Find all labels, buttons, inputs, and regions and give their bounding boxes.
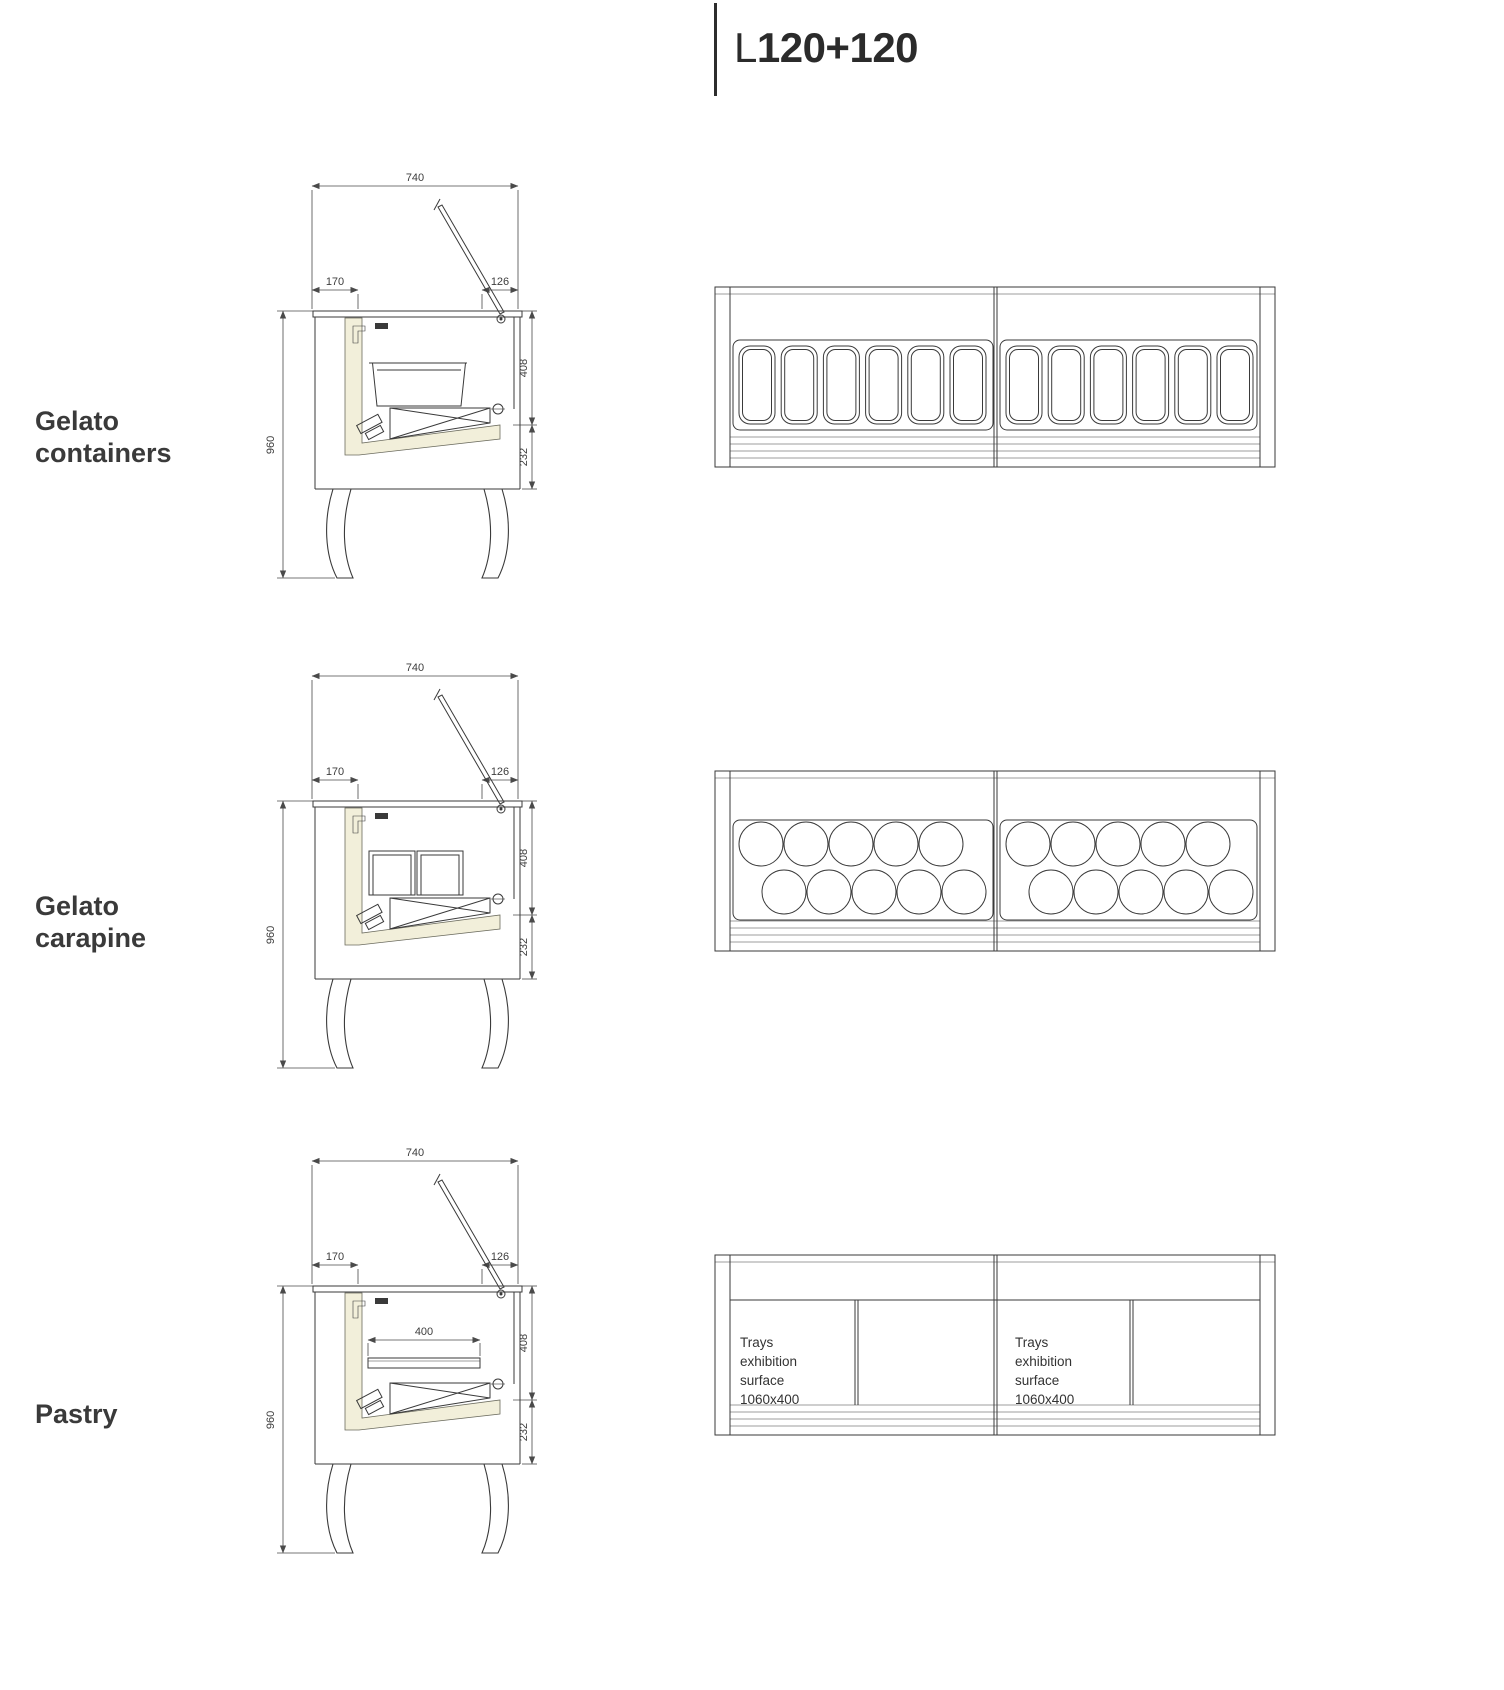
carapine-section (368, 850, 464, 896)
pan-well-right (999, 339, 1258, 431)
dimension-labels: 740 170 126 408 232 960 (265, 172, 530, 466)
dim-lower: 232 (518, 448, 530, 466)
dim-front: 170 (326, 276, 344, 288)
top-view-gelato-carapine (714, 770, 1276, 952)
dim-height: 960 (265, 926, 277, 944)
dim-upper: 408 (518, 359, 530, 377)
dim-upper: 408 (518, 849, 530, 867)
row-label-gelato-carapine: Gelato carapine (35, 891, 147, 954)
row-label-gelato-containers: Gelato containers (35, 406, 172, 469)
dim-lower: 232 (518, 1423, 530, 1441)
gelato-pans (738, 345, 1254, 425)
tray-dimension (367, 1336, 481, 1356)
svg-text:surface: surface (740, 1373, 784, 1388)
title-divider (714, 3, 717, 96)
tray-area-dividers (730, 1299, 1260, 1405)
side-view-pastry: 400 740 170 126 408 232 960 (265, 1147, 555, 1563)
gelato-pan-section (369, 362, 467, 407)
dimension-labels: 400 740 170 126 408 232 960 (265, 1147, 530, 1441)
pan-well-left (732, 339, 994, 431)
pastry-tray-section (367, 1357, 481, 1369)
dim-front: 170 (326, 1251, 344, 1263)
row-label-pastry: Pastry (35, 1399, 118, 1429)
svg-text:exhibition: exhibition (1015, 1354, 1072, 1369)
dim-tray: 400 (415, 1326, 433, 1338)
page-title: L120+120 (734, 24, 919, 72)
top-view-pastry: Trays exhibition surface 1060x400 Trays … (714, 1254, 1276, 1436)
carapine-tubs (738, 821, 1254, 915)
tub-well-left (732, 819, 994, 921)
dim-upper: 408 (518, 1334, 530, 1352)
dim-height: 960 (265, 436, 277, 454)
side-view-gelato-containers: 740 170 126 408 232 960 (265, 172, 555, 588)
svg-text:1060x400: 1060x400 (740, 1392, 799, 1407)
side-view-gelato-carapine: 740 170 126 408 232 960 (265, 662, 555, 1078)
dim-back: 126 (491, 766, 509, 778)
tub-well-right (999, 819, 1258, 921)
top-view-gelato-containers (714, 286, 1276, 468)
dim-width: 740 (406, 662, 424, 674)
title-prefix: L (734, 24, 757, 71)
dim-front: 170 (326, 766, 344, 778)
dim-width: 740 (406, 1147, 424, 1159)
dimension-labels: 740 170 126 408 232 960 (265, 662, 530, 956)
dim-width: 740 (406, 172, 424, 184)
dim-back: 126 (491, 276, 509, 288)
svg-text:surface: surface (1015, 1373, 1059, 1388)
title-model: 120+120 (756, 24, 919, 71)
svg-text:1060x400: 1060x400 (1015, 1392, 1074, 1407)
trays-note-left: Trays exhibition surface 1060x400 (740, 1335, 799, 1407)
dim-lower: 232 (518, 938, 530, 956)
dim-height: 960 (265, 1411, 277, 1429)
svg-text:Trays: Trays (740, 1335, 773, 1350)
svg-text:Trays: Trays (1015, 1335, 1048, 1350)
svg-text:exhibition: exhibition (740, 1354, 797, 1369)
dim-back: 126 (491, 1251, 509, 1263)
trays-note-right: Trays exhibition surface 1060x400 (1015, 1335, 1074, 1407)
